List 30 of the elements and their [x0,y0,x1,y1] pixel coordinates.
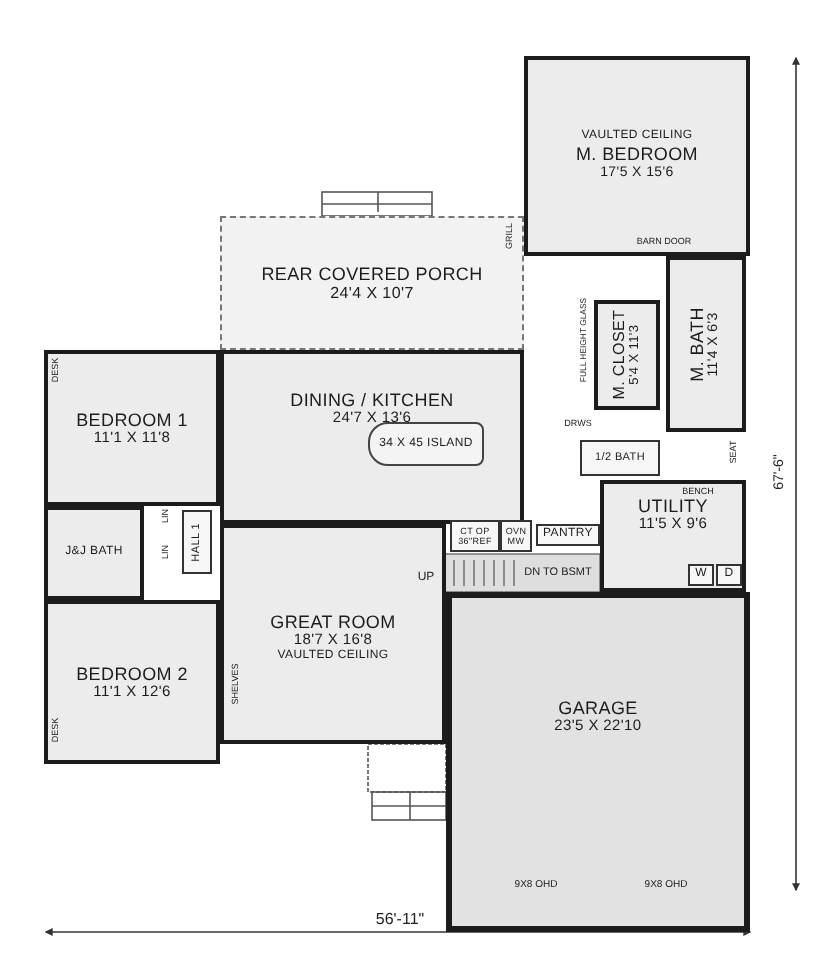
room-name: DINING / KITCHEN [290,390,454,411]
porch-area [220,216,524,350]
fixture-box [716,564,742,586]
room [44,350,220,506]
room [44,600,220,764]
room-name: GARAGE [558,698,638,719]
room-label: GREAT ROOM [270,612,396,633]
room [220,524,446,744]
room [666,256,746,432]
room-name: BEDROOM 2 [76,663,188,684]
fixture-box [580,440,660,476]
kitchen-island [368,422,484,466]
fixture-box [536,524,600,546]
garage-area [446,592,750,932]
room-name: M. BATH [687,306,708,382]
fixture-box [182,510,212,574]
room-name: UTILITY [638,496,708,517]
room-label: 24'4 X 10'7 [330,284,414,303]
room [524,56,750,256]
room [594,300,660,410]
room [220,350,524,524]
room-name: BEDROOM 1 [76,409,188,430]
fixture-box [450,520,500,552]
room [600,480,746,592]
dimension-label: 56'-11" [375,912,425,928]
room [44,506,144,600]
fixture-box [688,564,714,586]
room-name: M. CLOSET [610,310,629,400]
room-name: M. BEDROOM [575,144,698,166]
room-name: REAR COVERED PORCH [261,263,483,285]
